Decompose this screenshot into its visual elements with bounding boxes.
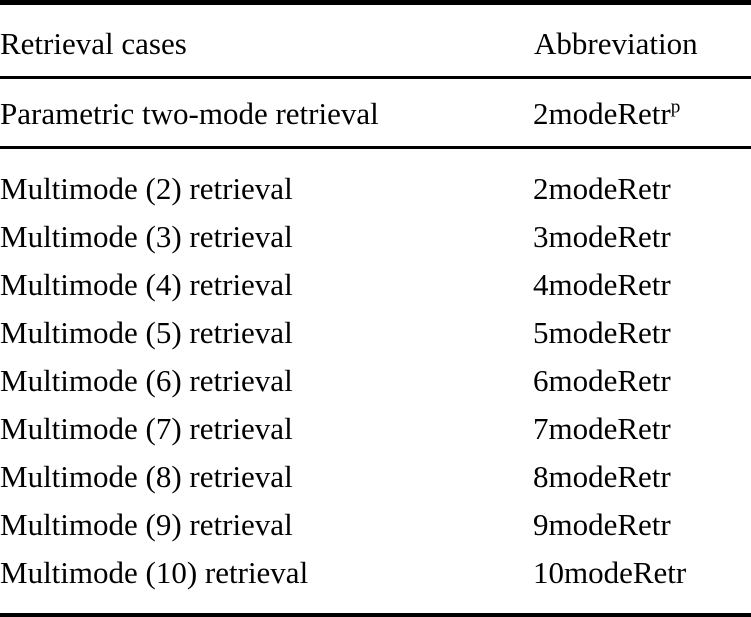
table-rule-top — [0, 0, 751, 5]
table-row: Multimode (10) retrieval 10modeRetr — [0, 549, 751, 613]
cell-case: Multimode (3) retrieval — [0, 219, 293, 254]
table-row: Multimode (6) retrieval 6modeRetr — [0, 357, 751, 405]
table-header-row: Retrieval cases Abbreviation — [0, 5, 751, 76]
cell-abbreviation: 8modeRetr — [533, 459, 671, 494]
table-row: Multimode (9) retrieval 9modeRetr — [0, 501, 751, 549]
cell-abbreviation-parametric: 2modeRetrp — [503, 79, 751, 146]
cell-abbreviation: 7modeRetr — [533, 411, 671, 446]
cell-case: Multimode (7) retrieval — [0, 411, 293, 446]
rule-line-bottom — [0, 613, 751, 617]
cell-case: Multimode (10) retrieval — [0, 555, 309, 590]
cell-case: Multimode (9) retrieval — [0, 507, 293, 542]
table-row: Parametric two-mode retrieval 2modeRetrp — [0, 79, 751, 146]
table-rule-bottom — [0, 613, 751, 617]
cell-case: Multimode (2) retrieval — [0, 171, 293, 206]
column-header-abbreviation: Abbreviation — [534, 26, 698, 61]
cell-abbreviation: 4modeRetr — [533, 267, 671, 302]
cell-case: Multimode (6) retrieval — [0, 363, 293, 398]
table-row: Multimode (7) retrieval 7modeRetr — [0, 405, 751, 453]
table-row: Multimode (4) retrieval 4modeRetr — [0, 261, 751, 309]
cell-case: Multimode (5) retrieval — [0, 315, 293, 350]
table-rule-after-parametric — [0, 146, 751, 149]
table-row: Multimode (8) retrieval 8modeRetr — [0, 453, 751, 501]
cell-case-parametric: Parametric two-mode retrieval — [0, 96, 379, 131]
cell-abbreviation: 9modeRetr — [533, 507, 671, 542]
rule-line-after-parametric — [0, 146, 751, 149]
rule-line-top — [0, 0, 751, 5]
cell-abbreviation: 3modeRetr — [533, 219, 671, 254]
cell-abbreviation: 6modeRetr — [533, 363, 671, 398]
column-header-retrieval-cases: Retrieval cases — [0, 26, 187, 61]
table-row: Multimode (2) retrieval 2modeRetr — [0, 149, 751, 213]
table-row: Multimode (5) retrieval 5modeRetr — [0, 309, 751, 357]
cell-abbreviation: 10modeRetr — [533, 555, 687, 590]
abbreviation-base-text: 2modeRetr — [533, 96, 671, 131]
cell-case: Multimode (4) retrieval — [0, 267, 293, 302]
cell-abbreviation: 5modeRetr — [533, 315, 671, 350]
cell-abbreviation: 2modeRetr — [533, 171, 671, 206]
table-rule-after-header — [0, 76, 751, 79]
rule-line-after-header — [0, 76, 751, 79]
table-row: Multimode (3) retrieval 3modeRetr — [0, 213, 751, 261]
abbreviation-superscript-p: p — [670, 96, 681, 118]
cell-case: Multimode (8) retrieval — [0, 459, 293, 494]
